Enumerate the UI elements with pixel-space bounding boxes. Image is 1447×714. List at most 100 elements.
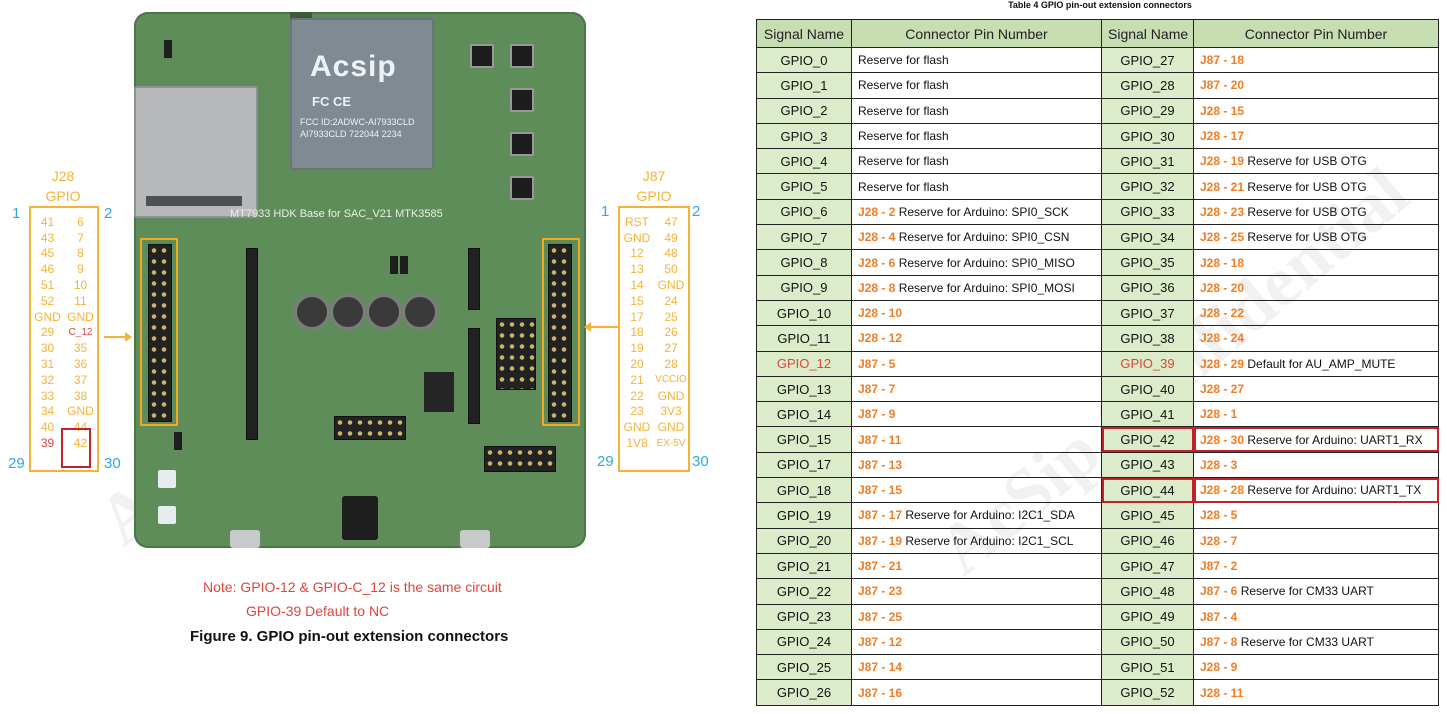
connector-pin: J28 - 23 [1200, 204, 1245, 219]
signal-name: GPIO_14 [776, 406, 832, 422]
pin-cell: J28 - 12 [851, 325, 1102, 352]
pin-cell: J87 - 6 Reserve for CM33 UART [1193, 578, 1439, 605]
j28-uart-highlight [61, 428, 91, 468]
rgb-led [158, 506, 176, 524]
board-button [510, 176, 534, 200]
pin-description: Reserve for Arduino: UART1_RX [1247, 432, 1423, 447]
connector-pin: J28 - 27 [1200, 382, 1245, 396]
pin-cell: J28 - 3 [1193, 451, 1439, 479]
signal-name: GPIO_2 [780, 103, 828, 119]
signal-cell: GPIO_49 [1101, 603, 1194, 630]
signal-cell: GPIO_4 [756, 148, 852, 175]
j87-pin-label: 23 [630, 404, 644, 419]
j87-pin-label: 1V8 [626, 436, 648, 451]
signal-name: GPIO_37 [1120, 305, 1175, 321]
j28-pin-label: GND [67, 309, 94, 324]
pin-cell: J28 - 28 Reserve for Arduino: UART1_TX [1193, 477, 1439, 504]
connector-pin: J28 - 1 [1200, 407, 1238, 422]
header-signal-name-2: Signal Name [1101, 19, 1194, 48]
signal-cell: GPIO_35 [1101, 249, 1194, 276]
signal-cell: GPIO_2 [756, 97, 852, 124]
j28-pin-label: 36 [73, 357, 88, 372]
table-title: Table 4 GPIO pin-out extension connector… [1008, 0, 1192, 10]
pin-cell: J28 - 23 Reserve for USB OTG [1193, 198, 1439, 226]
j28-pin-label: GND [67, 404, 94, 419]
signal-cell: GPIO_20 [756, 527, 852, 554]
signal-name: GPIO_0 [780, 52, 828, 68]
jumper [390, 256, 398, 274]
j28-pin-label: 42 [73, 436, 88, 451]
pin-description: Reserve for flash [858, 78, 949, 93]
connector-pin: J28 - 10 [858, 306, 903, 321]
j28-title: J28 GPIO [28, 166, 98, 206]
jumper [400, 256, 408, 274]
signal-cell: GPIO_10 [756, 299, 852, 327]
signal-cell: GPIO_24 [756, 628, 852, 656]
j28-corner-1: 1 [12, 205, 21, 222]
signal-name: GPIO_29 [1120, 103, 1175, 119]
j87-corner-30: 30 [692, 453, 709, 470]
signal-cell: GPIO_19 [756, 502, 852, 529]
connector-pin: J87 - 4 [1200, 609, 1238, 624]
j28-pin-label: 39 [40, 436, 55, 451]
connector-pin: J87 - 13 [858, 457, 903, 472]
signal-cell: GPIO_48 [1101, 578, 1194, 605]
connector-pin: J28 - 22 [1200, 306, 1245, 321]
pin-description: Reserve for flash [858, 179, 949, 194]
signal-cell: GPIO_43 [1101, 451, 1194, 479]
signal-name: GPIO_41 [1120, 406, 1175, 422]
pin-description: Reserve for USB OTG [1247, 230, 1367, 245]
j28-pin-label: 37 [73, 372, 88, 387]
pin-cell: J28 - 20 [1193, 274, 1439, 301]
pin-cell: J28 - 11 [1193, 679, 1439, 706]
j28-pin-label: 11 [74, 293, 87, 308]
header-block [334, 416, 406, 440]
connector-pin: J87 - 25 [858, 609, 903, 624]
signal-name: GPIO_39 [1120, 356, 1175, 372]
signal-cell: GPIO_33 [1101, 198, 1194, 226]
j28-pin-label: 32 [40, 372, 55, 387]
signal-name: GPIO_12 [776, 356, 832, 372]
signal-name: GPIO_35 [1120, 255, 1175, 271]
connector-pin: J87 - 23 [858, 584, 903, 599]
module-brand: Acsip [310, 50, 397, 83]
j87-pin-label: 19 [630, 341, 644, 356]
j87-pin-label: GND [657, 278, 685, 293]
j87-pin-row: 23 3V3 [620, 404, 688, 420]
connector-pin: J87 - 17 [858, 508, 903, 523]
j87-pin-label: 3V3 [660, 404, 682, 419]
j28-pin-label: 8 [77, 246, 84, 261]
pin-cell: J28 - 8 Reserve for Arduino: SPI0_MOSI [851, 274, 1102, 301]
header-strip [246, 248, 258, 440]
j87-pin-label: GND [657, 388, 685, 403]
jumper [164, 40, 172, 58]
signal-name: GPIO_25 [776, 659, 832, 675]
pin-cell: J87 - 23 [851, 578, 1102, 605]
j28-pin-label: 45 [40, 246, 55, 261]
j87-title: J87 GPIO [618, 166, 690, 206]
connector-pin: J28 - 17 [1200, 129, 1245, 144]
j87-pin-label: 26 [664, 325, 678, 340]
signal-name: GPIO_1 [780, 77, 828, 93]
connector-pin: J87 - 21 [858, 559, 903, 574]
connector-pin: J87 - 5 [858, 356, 896, 371]
pin-description: Reserve for Arduino: SPI0_CSN [898, 230, 1070, 245]
j28-pin-label: 34 [40, 404, 55, 419]
signal-cell: GPIO_37 [1101, 299, 1194, 327]
signal-cell: GPIO_34 [1101, 224, 1194, 251]
connector-pin: J87 - 6 [1200, 584, 1238, 599]
sd-card-slot [134, 86, 258, 218]
signal-cell: GPIO_31 [1101, 148, 1194, 175]
signal-cell: GPIO_52 [1101, 679, 1194, 706]
